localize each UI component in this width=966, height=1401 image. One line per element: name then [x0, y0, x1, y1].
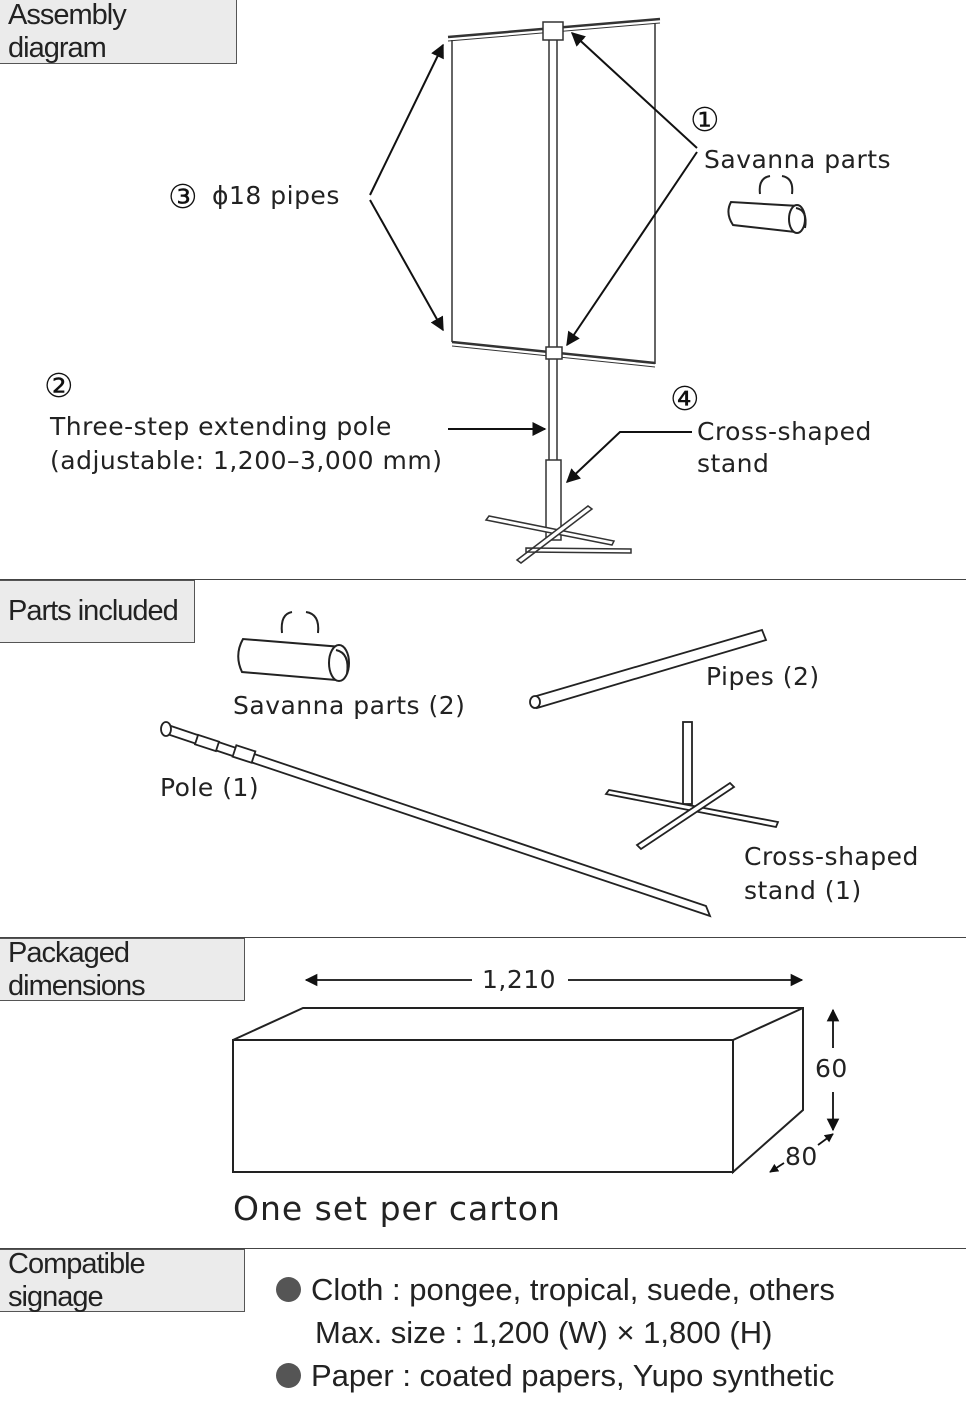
parts-stand-label-line2: stand (1): [744, 876, 862, 905]
bullet-icon: [276, 1363, 301, 1388]
pole-label-line1: Three-step extending pole: [50, 412, 392, 441]
parts-pole-label: Pole (1): [160, 773, 260, 802]
bullet-icon: [276, 1277, 301, 1302]
length-dimension: 1,210: [482, 965, 557, 994]
stand-label-line1: Cross-shaped: [697, 417, 872, 446]
savanna-part-icon: [727, 175, 807, 234]
parts-pipes-label: Pipes (2): [706, 662, 820, 691]
divider: [0, 1248, 966, 1249]
carton-drawing: [232, 1007, 804, 1175]
cloth-item: Cloth : pongee, tropical, suede, others: [276, 1272, 835, 1308]
savanna-callout-arrows: [566, 32, 698, 347]
callout-number-1: ①: [690, 100, 720, 139]
section-tab-packaged: Packaged dimensions: [0, 937, 245, 1002]
paper-text: Paper : coated papers, Yupo synthetic: [311, 1358, 835, 1393]
parts-savanna-label: Savanna parts (2): [233, 691, 466, 720]
callout-number-3: ③: [168, 177, 198, 216]
parts-savanna-drawing: [237, 611, 350, 682]
pipes-label: ϕ18 pipes: [212, 181, 340, 210]
divider: [0, 937, 966, 938]
paper-item: Paper : coated papers, Yupo synthetic: [276, 1358, 834, 1394]
parts-stand-drawing: [604, 721, 780, 851]
divider: [0, 579, 966, 580]
carton-note: One set per carton: [233, 1189, 561, 1228]
height-dimension: 60: [815, 1054, 848, 1083]
savanna-parts-label: Savanna parts: [704, 145, 892, 174]
stand-label-line2: stand: [697, 449, 770, 478]
section-tab-compatible: Compatible signage: [0, 1248, 245, 1313]
pole-label-line2: (adjustable: 1,200–3,000 mm): [50, 446, 443, 475]
cloth-text: Cloth : pongee, tropical, suede, others: [311, 1272, 835, 1307]
depth-arrow-right: [817, 1133, 834, 1146]
max-size-item: Max. size : 1,200 (W) × 1,800 (H): [315, 1315, 773, 1350]
section-tab-parts: Parts included: [0, 580, 195, 643]
callout-number-2: ②: [44, 366, 74, 405]
depth-arrow-left: [769, 1162, 785, 1173]
banner-stand-drawing: [447, 17, 661, 564]
parts-pole-drawing: [160, 721, 712, 918]
section-tab-assembly: Assembly diagram: [0, 0, 237, 64]
parts-stand-label-line1: Cross-shaped: [744, 842, 919, 871]
stand-callout-arrow: [565, 431, 692, 483]
depth-dimension: 80: [785, 1142, 818, 1171]
parts-pipe-drawing: [529, 628, 768, 710]
callout-number-4: ④: [670, 379, 700, 418]
pipes-callout-arrows: [369, 43, 444, 332]
